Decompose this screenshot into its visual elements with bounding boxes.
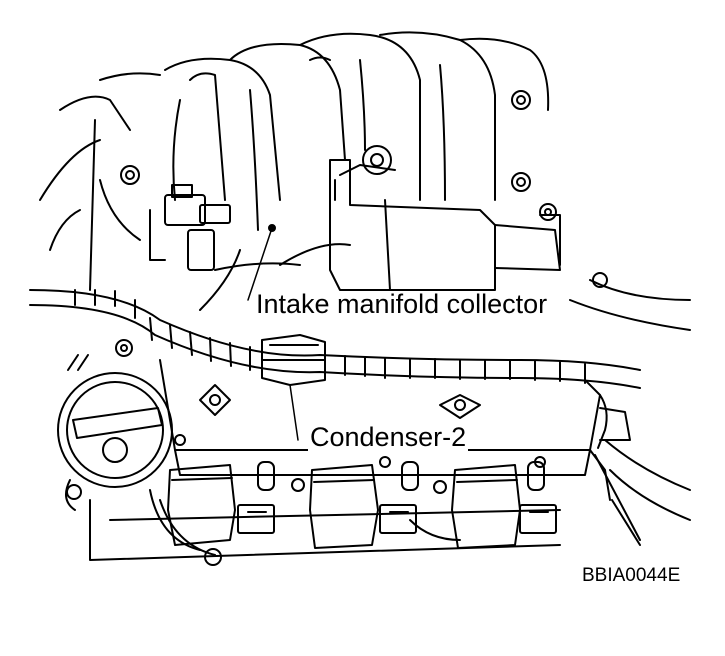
lower-harness bbox=[89, 489, 561, 566]
manifold-bolts bbox=[115, 90, 608, 357]
coil-studs bbox=[257, 461, 545, 494]
condenser-2-label: Condenser-2 bbox=[308, 422, 469, 452]
oil-filler-cap bbox=[57, 354, 173, 511]
wiring-harness bbox=[29, 243, 641, 389]
intake-collector-housing bbox=[329, 159, 561, 291]
callout-leaders bbox=[247, 227, 299, 441]
cover-fasteners bbox=[174, 384, 546, 468]
ignition-coils bbox=[167, 464, 521, 549]
right-hoses bbox=[569, 279, 691, 546]
intake-manifold-collector-label: Intake manifold collector bbox=[254, 289, 550, 319]
figure-code-label: BBIA0044E bbox=[582, 565, 681, 586]
coil-connectors bbox=[237, 504, 557, 534]
condenser-2-part bbox=[261, 334, 326, 386]
